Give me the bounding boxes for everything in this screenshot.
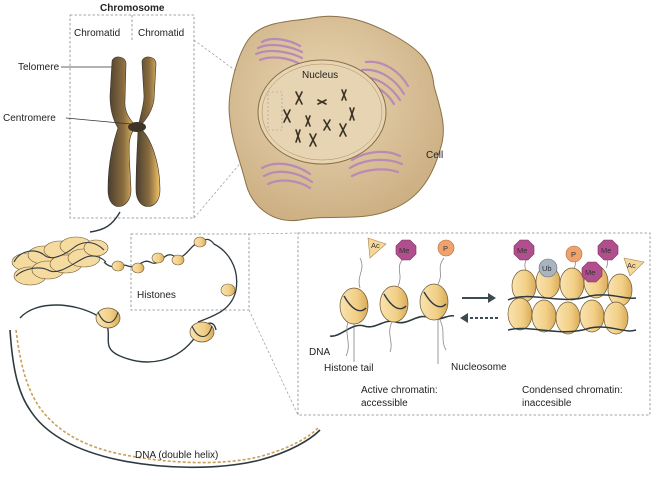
phospho-mark-text-2: P [571, 250, 576, 259]
nucleus-label: Nucleus [302, 70, 338, 81]
condensed-chromatin-label-1: Condensed chromatin: [522, 385, 623, 396]
methyl-mark-text-3: Me [601, 246, 611, 255]
active-chromatin-label-1: Active chromatin: [361, 385, 438, 396]
chromatid-right-label: Chromatid [138, 28, 184, 39]
active-phospho-mark: P [437, 239, 455, 257]
acetyl-mark-text-2: Ac [627, 261, 636, 270]
dna-label: DNA [309, 347, 330, 358]
chromosome-shape [107, 56, 161, 207]
condensed-methyl-mark-1: Me [513, 239, 535, 261]
cell-label: Cell [426, 150, 443, 161]
histone-tail-label: Histone tail [324, 363, 373, 374]
active-chromatin: Ac Me P [329, 237, 455, 357]
nucleus-chromosomes [283, 89, 355, 147]
chromosome-title: Chromosome [100, 3, 165, 14]
chromatin-state-panel: Ac Me P [248, 232, 651, 416]
transition-arrows [460, 293, 498, 323]
telomere-label: Telomere [18, 62, 60, 73]
condensed-methyl-mark-3: Me [581, 261, 603, 283]
dna-double-helix-label: DNA (double helix) [135, 450, 218, 461]
chromatid-left-label: Chromatid [74, 28, 120, 39]
phospho-mark-text: P [443, 244, 448, 253]
condensed-methyl-mark-2: Me [597, 239, 619, 261]
acetyl-mark-text: Ac [371, 241, 380, 250]
condensed-chromatin-label-2: inaccesible [522, 398, 572, 409]
organelle-top-left [254, 37, 304, 65]
beads-on-string: DNA (double helix) [9, 304, 321, 469]
chromatin-coil [11, 211, 238, 323]
methyl-mark-text-4: Me [585, 268, 595, 277]
condensed-ubiquitin-mark: Ub [538, 258, 558, 278]
cell-illustration: Nucleus Cell [228, 15, 444, 222]
active-methyl-mark: Me [395, 239, 417, 261]
condensed-phospho-mark: P [565, 245, 583, 263]
dna-double-helix [9, 329, 321, 469]
active-chromatin-label-2: accessible [361, 398, 408, 409]
nucleosome-label: Nucleosome [451, 362, 507, 373]
centromere-label: Centromere [3, 113, 56, 124]
histones-label: Histones [137, 290, 176, 301]
organelle-bottom-left [260, 162, 314, 190]
ubiquitin-mark-text: Ub [542, 264, 552, 273]
methyl-mark-text-2: Me [517, 246, 527, 255]
organelle-bottom-right [348, 150, 404, 178]
methyl-mark-text: Me [399, 246, 409, 255]
condensed-chromatin: Me Ub P Me Me Ac [507, 239, 645, 335]
histones-panel: Histones [130, 233, 250, 311]
active-acetyl-mark: Ac [367, 237, 387, 259]
condensed-acetyl-mark: Ac [623, 257, 645, 277]
